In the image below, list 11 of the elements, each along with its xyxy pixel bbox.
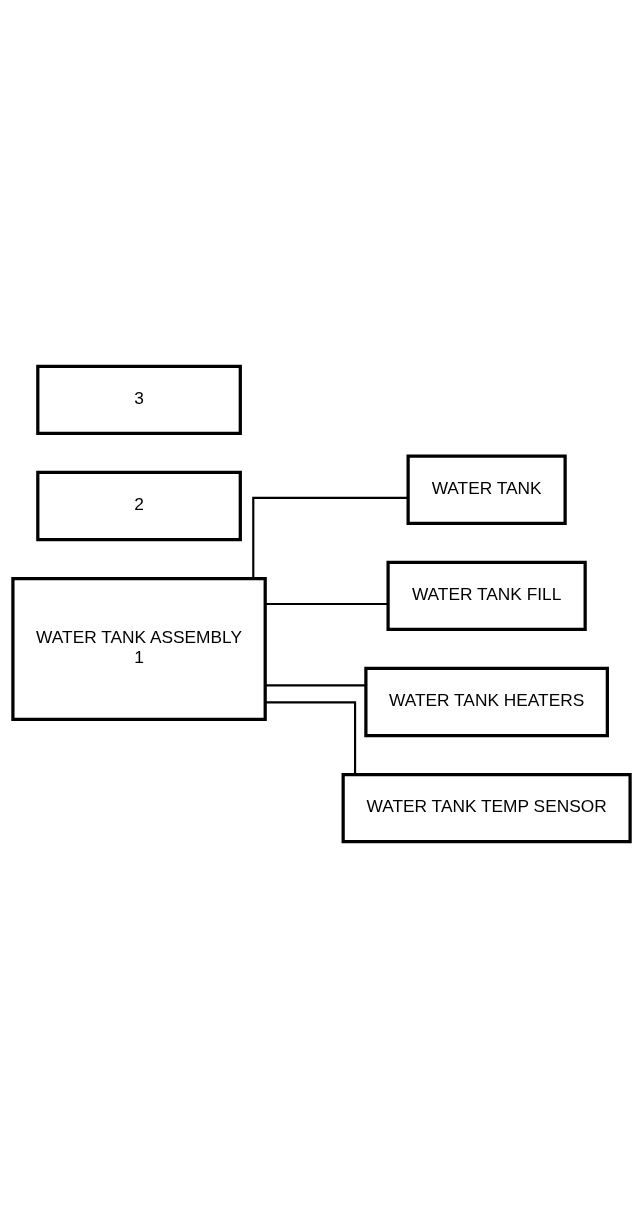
connector <box>265 683 366 686</box>
node-box: 2 <box>36 470 242 541</box>
node-box: WATER TANK <box>406 454 567 525</box>
node-box: WATER TANK HEATERS <box>364 666 609 737</box>
node-box: WATER TANK TEMP SENSOR <box>341 772 632 843</box>
node-box: 3 <box>36 364 242 435</box>
connector <box>252 496 408 578</box>
node-box: WATER TANK FILL <box>386 560 587 631</box>
connector <box>265 602 389 605</box>
connector <box>265 700 357 774</box>
node-box: WATER TANK ASSEMBLY 1 <box>11 576 267 721</box>
